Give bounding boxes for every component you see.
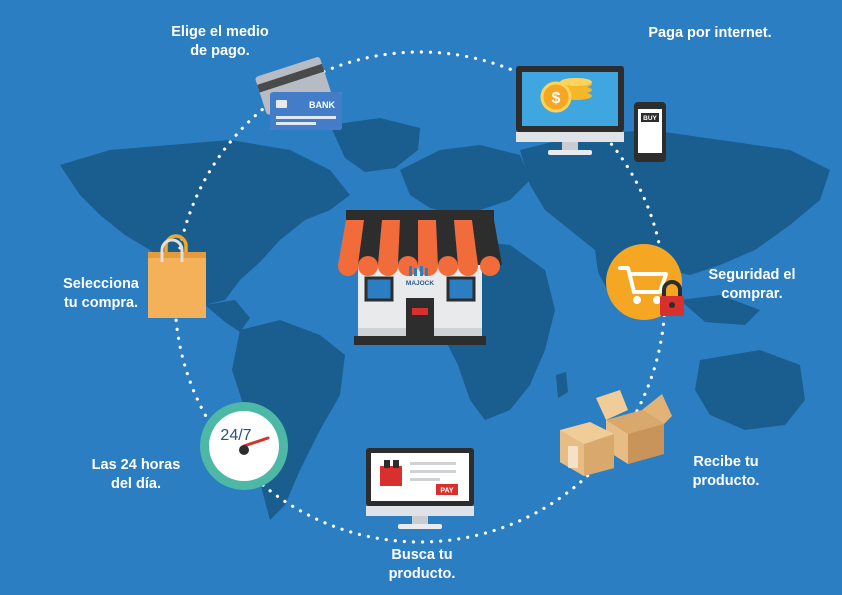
- bank-card-text: BANK: [309, 100, 335, 110]
- store-sign-text: MAJOCK: [406, 280, 434, 287]
- continent-europe: [400, 145, 530, 215]
- step-label-line: Las 24 horas: [91, 457, 181, 473]
- step-label-receive: Recibe tu producto.: [676, 453, 776, 491]
- step-label-line: del día.: [111, 476, 161, 492]
- pay-text: PAY: [440, 488, 454, 495]
- continent-asia: [520, 130, 830, 275]
- continent-greenland: [330, 118, 420, 172]
- continent-madagascar: [556, 372, 568, 398]
- continent-central-america: [205, 300, 250, 332]
- cart-lock-icon: [606, 244, 684, 320]
- step-label-select: Selecciona tu compra.: [46, 275, 156, 313]
- clock-text: 24/7: [220, 427, 251, 444]
- computer-phone-icon: $ BUY: [516, 66, 666, 162]
- step-label-line: comprar.: [721, 286, 783, 302]
- clock-24-7-icon: 24/7: [200, 402, 288, 490]
- continent-north-america: [60, 140, 350, 305]
- step-label-pay-online: Paga por internet.: [630, 24, 790, 43]
- buy-text: BUY: [643, 115, 657, 122]
- step-label-security: Seguridad el comprar.: [692, 266, 812, 304]
- shopping-bag-icon: [148, 234, 206, 318]
- step-label-search: Busca tu producto.: [362, 546, 482, 584]
- step-label-line: Elige el medio: [171, 24, 269, 40]
- step-label-line: de pago.: [190, 43, 250, 59]
- step-label-line: producto.: [388, 566, 456, 582]
- continent-australia: [695, 350, 805, 430]
- credit-cards-icon: BANK: [255, 57, 342, 130]
- step-label-line: Seguridad el: [708, 267, 796, 283]
- step-label-line: producto.: [692, 473, 760, 489]
- step-label-payment-method: Elige el medio de pago.: [150, 23, 290, 61]
- step-label-line: Paga por internet.: [648, 25, 772, 41]
- monitor-shop-icon: PAY: [366, 448, 474, 529]
- step-label-line: tu compra.: [63, 295, 139, 311]
- step-label-24h: Las 24 horas del día.: [76, 456, 196, 494]
- store-icon: MAJOCK: [338, 210, 502, 345]
- step-label-line: Selecciona: [63, 276, 139, 292]
- svg-text:$: $: [552, 90, 561, 107]
- step-label-line: Recibe tu: [693, 454, 759, 470]
- step-label-line: Busca tu: [391, 547, 453, 563]
- continent-se-asia: [680, 295, 760, 325]
- boxes-icon: [560, 390, 672, 476]
